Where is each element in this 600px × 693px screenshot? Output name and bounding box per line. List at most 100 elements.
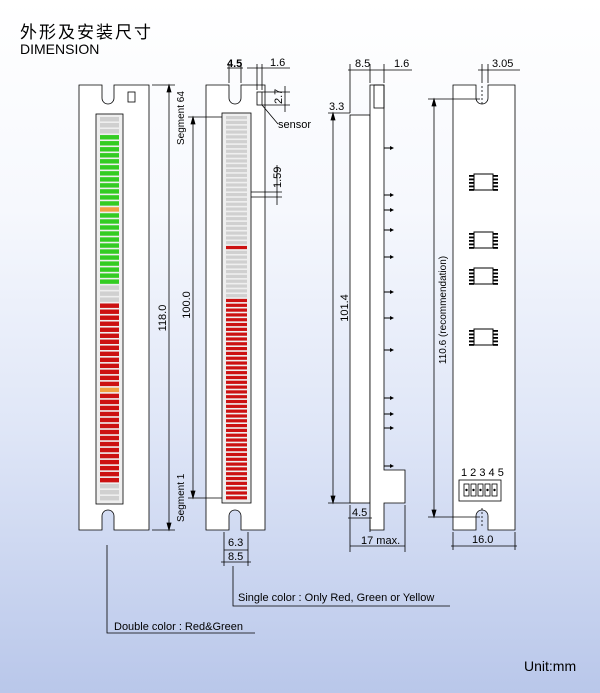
led-segment (100, 489, 119, 495)
ic-pin (469, 178, 474, 181)
connector-pin-hole (486, 488, 489, 492)
led-segment (226, 164, 247, 168)
component-pin-tip (390, 255, 394, 259)
led-segment (100, 123, 119, 128)
ic-chip (473, 328, 494, 346)
led-segment (226, 265, 247, 269)
led-segment (226, 371, 247, 375)
view3-dim-8-5: 8.5 (355, 58, 370, 70)
led-segment (100, 483, 119, 489)
ic-pin (493, 283, 498, 285)
component-pin-tip (390, 146, 394, 150)
component-pin-tip (390, 193, 394, 197)
led-segment (226, 144, 247, 149)
view4-dim-3-05: 3.05 (492, 58, 513, 70)
led-segment (100, 351, 119, 357)
led-segment (100, 195, 119, 200)
view2-dim-8-5: 8.5 (228, 551, 243, 563)
segment-1-label: Segment 1 (176, 473, 187, 522)
led-segment (226, 452, 247, 457)
led-segment (226, 140, 247, 144)
component-pin-tip (390, 228, 394, 232)
ic-pin (469, 340, 474, 343)
segment-64-label: Segment 64 (176, 91, 187, 145)
ic-pin (493, 330, 498, 332)
connector-pin-hole (479, 488, 482, 492)
led-segment (100, 447, 119, 453)
ic-pin (469, 283, 474, 285)
ic-pin (493, 185, 498, 188)
ic-pin (469, 189, 474, 191)
led-segment (100, 171, 119, 176)
led-segment (226, 351, 247, 356)
ic-pin (493, 344, 498, 346)
led-segment (226, 496, 247, 500)
led-segment (226, 260, 247, 264)
led-segment (226, 337, 247, 341)
ic-pin (493, 243, 498, 246)
led-segment (100, 159, 119, 164)
led-segment (100, 225, 119, 230)
led-segment (100, 189, 119, 194)
led-segment (226, 457, 247, 461)
led-segment (226, 207, 247, 211)
ic-pin (469, 182, 474, 184)
ic-chip (473, 267, 494, 285)
ic-pin (493, 272, 498, 275)
led-segment (100, 411, 119, 417)
ic-pin (469, 330, 474, 332)
led-segment (226, 279, 247, 283)
component-pin-tip (390, 396, 394, 400)
single-color-leader (232, 566, 450, 607)
led-segment (226, 303, 247, 307)
led-segment (226, 221, 247, 226)
led-segment (226, 467, 247, 471)
ic-pin (469, 240, 474, 242)
led-segment (100, 375, 119, 381)
view3-dim-3-3: 3.3 (329, 101, 344, 113)
view2-sensor-box (256, 91, 263, 106)
led-segment (226, 125, 247, 129)
connector-pin-hole (472, 488, 475, 492)
led-segment (226, 366, 247, 370)
component-pin-tip (390, 208, 394, 212)
led-segment (226, 116, 247, 120)
led-segment (100, 141, 119, 146)
ic-pin (493, 340, 498, 343)
led-segment (226, 486, 247, 490)
ic-pin (493, 269, 498, 271)
led-segment (226, 298, 247, 303)
title-english: DIMENSION (20, 41, 100, 57)
view1-small-square (127, 91, 136, 103)
ic-pin (469, 337, 474, 339)
unit-label: Unit:mm (524, 658, 577, 674)
led-segment (226, 231, 247, 235)
led-segment (226, 284, 247, 288)
led-segment (100, 237, 119, 242)
component-pin-tip (390, 290, 394, 294)
led-segment (226, 202, 247, 206)
view2-led-frame (221, 112, 252, 504)
view4-board-outline (452, 84, 516, 531)
view1-height-dim: 118.0 (157, 305, 169, 332)
ic-pin (469, 344, 474, 346)
led-segment (226, 332, 247, 336)
led-segment (226, 409, 247, 413)
led-segment (226, 448, 247, 452)
led-segment (100, 405, 119, 411)
led-segment (100, 297, 119, 302)
ic-pin (469, 236, 474, 239)
ic-pin (493, 189, 498, 191)
ic-pin (469, 333, 474, 336)
led-segment (100, 255, 119, 260)
view3-component-pins (384, 146, 394, 468)
ic-pin (469, 243, 474, 246)
led-segment (226, 481, 247, 485)
led-segment (226, 491, 247, 495)
led-segment (226, 130, 247, 134)
led-segment (100, 339, 119, 344)
led-segment (226, 390, 247, 394)
led-segment (226, 178, 247, 182)
component-pin-tip (390, 412, 394, 416)
